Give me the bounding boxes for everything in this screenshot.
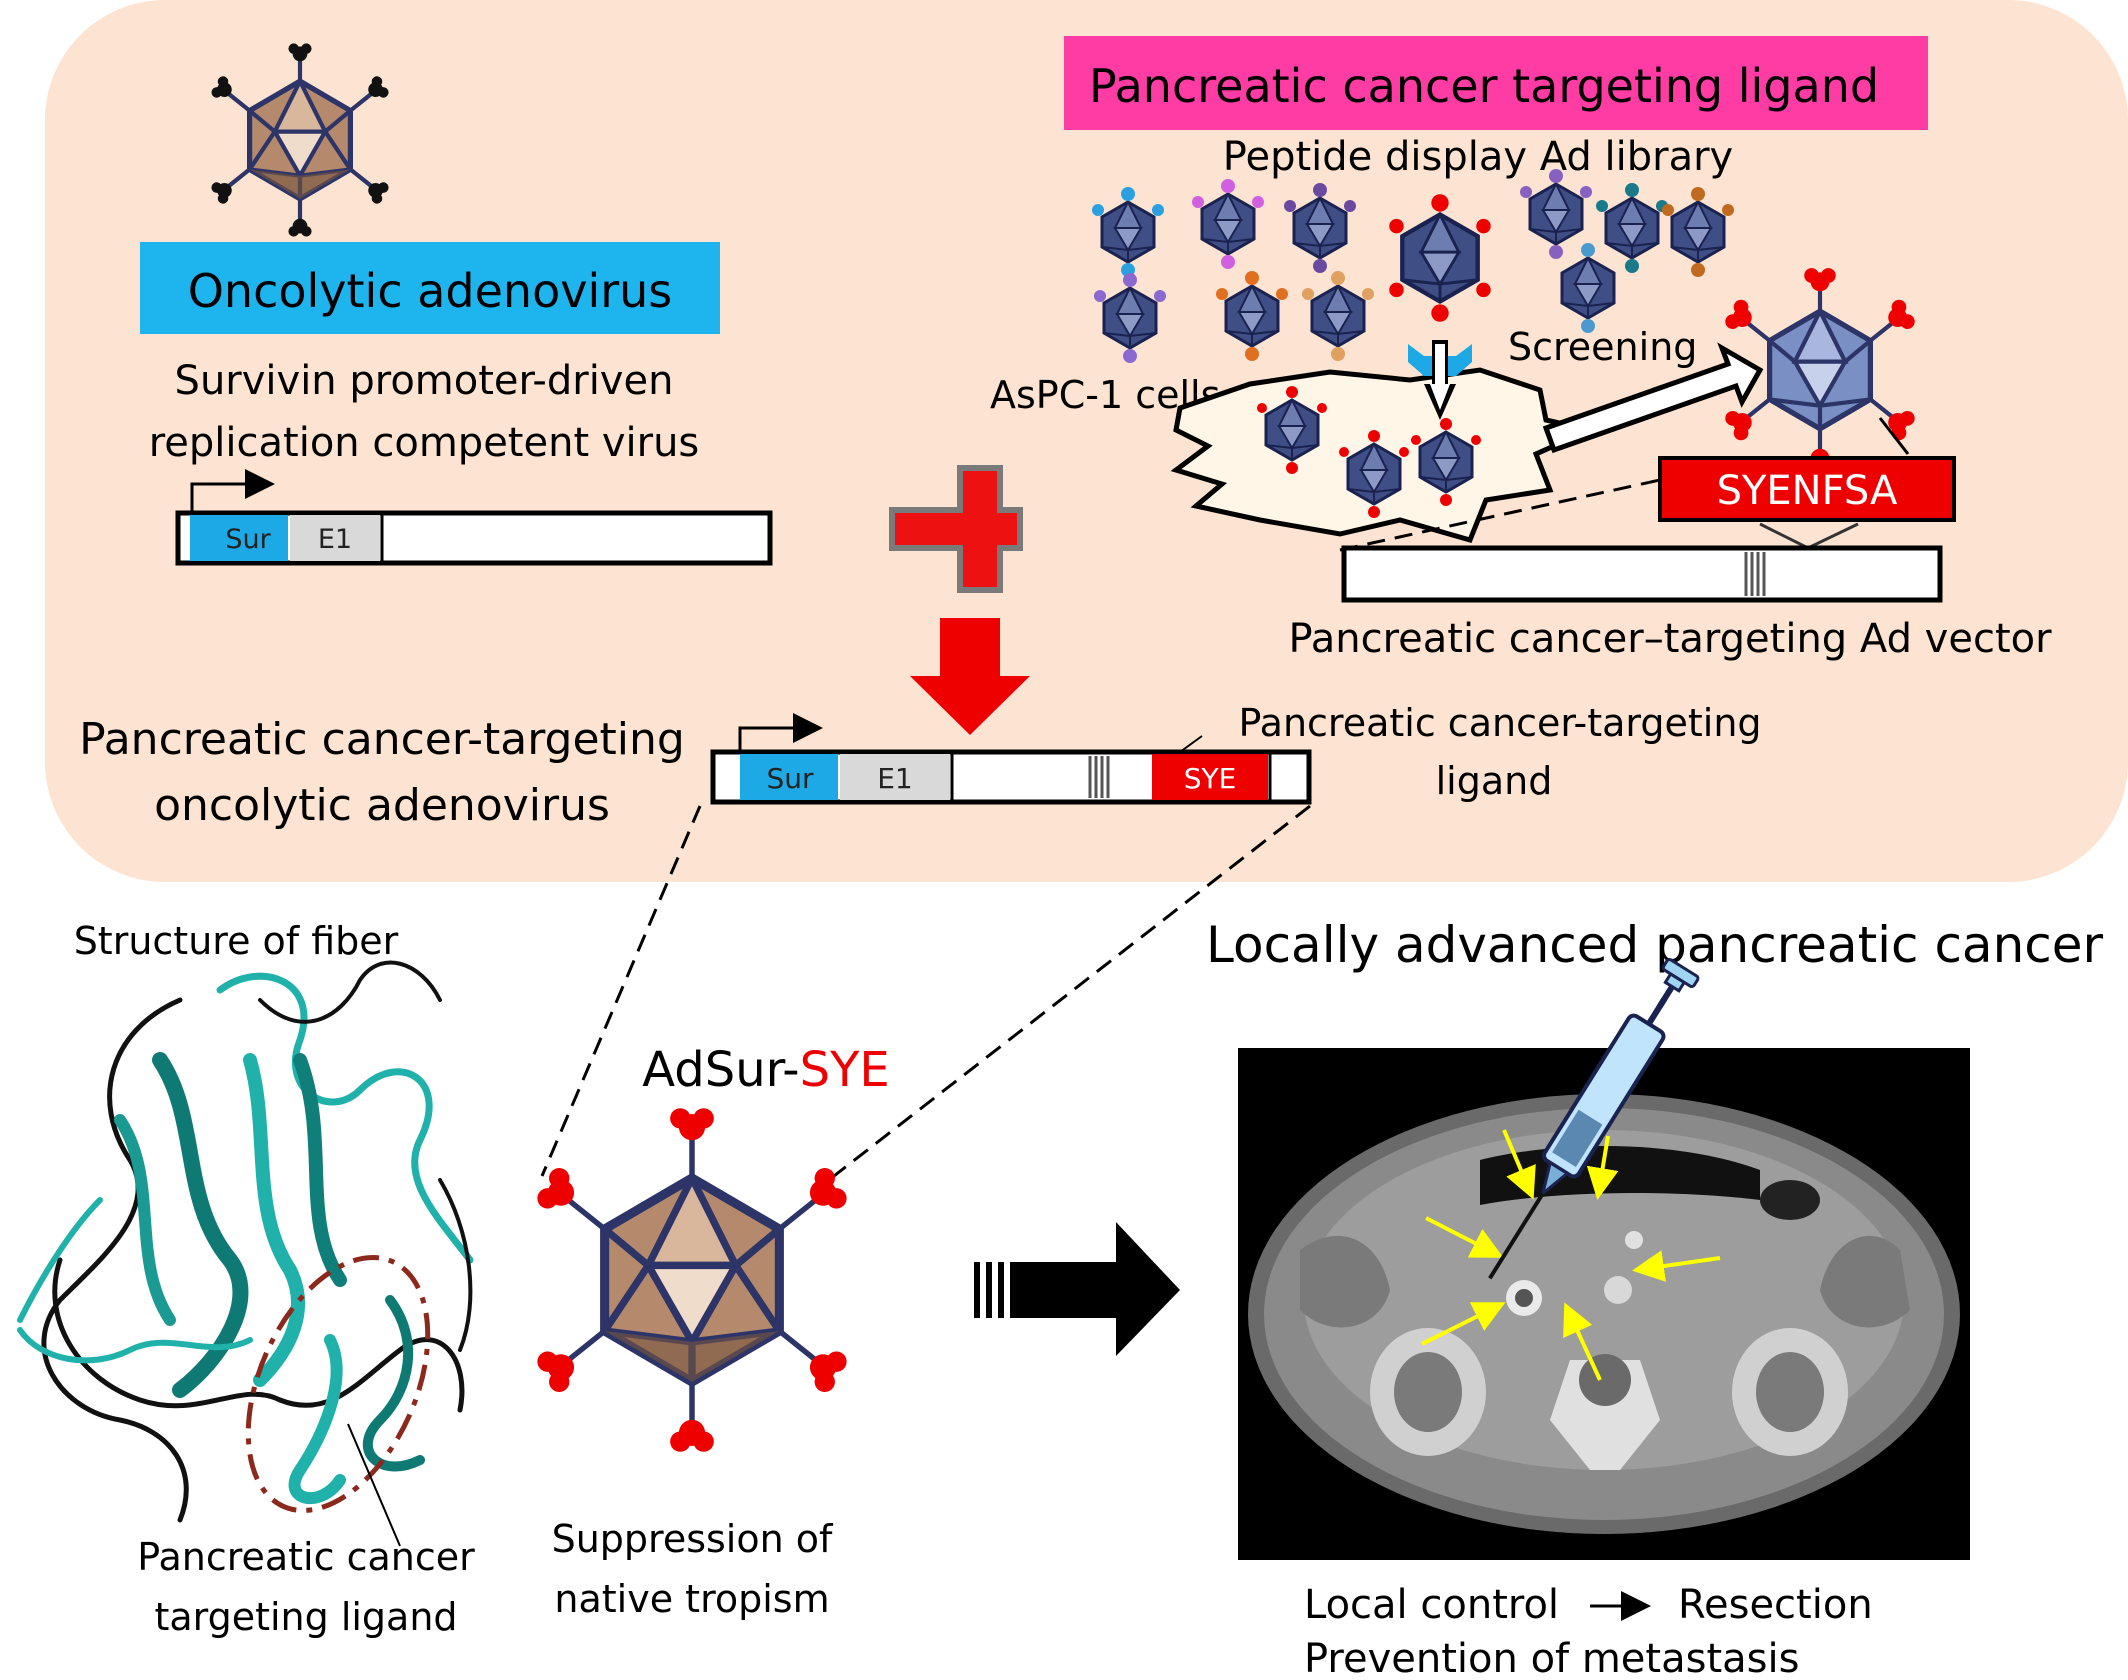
- fiber-ligand-line1: Pancreatic cancer: [137, 1535, 475, 1579]
- peptide-box: [1658, 456, 1956, 522]
- prevention-label: Prevention of metastasis: [1304, 1636, 1799, 1680]
- ligand-pointer: [1179, 735, 1203, 753]
- ligand-region-ellipse: [245, 1255, 431, 1513]
- virus-name: AdSur-SYE: [642, 1042, 889, 1098]
- suppression-line1: Suppression of: [552, 1517, 834, 1561]
- vector-label: Pancreatic cancer–targeting Ad vector: [1288, 616, 2052, 662]
- oncolytic-label: Oncolytic adenovirus: [188, 264, 673, 318]
- resection-label: Resection: [1678, 1582, 1873, 1628]
- oncolytic-label-box: [140, 242, 720, 334]
- result-ligand-line2: ligand: [1436, 759, 1553, 803]
- suppression-line2: native tropism: [554, 1577, 829, 1621]
- targeting-vector-bar: [1341, 545, 1943, 603]
- library-label: Peptide display Ad library: [1223, 134, 1733, 180]
- result-sur-label: Sur: [766, 762, 814, 795]
- result-line2: oncolytic adenovirus: [154, 780, 610, 831]
- red-down-arrow: [910, 618, 1030, 735]
- targeting-label: Pancreatic cancer targeting ligand: [1089, 59, 1879, 113]
- lapc-title: Locally advanced pancreatic cancer: [1206, 916, 2104, 974]
- fiber-ligand-pointer: [347, 1423, 401, 1547]
- local-control-label: Local control: [1304, 1582, 1559, 1628]
- plus-sign: [889, 465, 1023, 593]
- oncolytic-virus-icon: [209, 43, 391, 237]
- result-e1-label: E1: [877, 762, 913, 795]
- peptide-label: SYENFSA: [1717, 468, 1898, 514]
- result-line1: Pancreatic cancer-targeting: [79, 714, 685, 765]
- treatment-arrow: [974, 1222, 1180, 1356]
- virus-name-suffix: SYE: [800, 1042, 890, 1098]
- library-viruses: [1092, 169, 1734, 363]
- survivin-line1: Survivin promoter-driven: [175, 358, 674, 404]
- fiber-structure-image: [17, 960, 474, 1523]
- virus-name-prefix: AdSur-: [642, 1042, 799, 1098]
- syringe-icon: [1488, 958, 1700, 1280]
- screening-arrow: [1542, 342, 1764, 454]
- targeting-label-box: [1064, 36, 1928, 130]
- screening-label: Screening: [1508, 325, 1697, 369]
- selected-virus-icon: [1722, 268, 1918, 472]
- top-e1-label: E1: [318, 524, 352, 555]
- zoom-line-left: [540, 805, 702, 1177]
- top-sur-label: Sur: [225, 524, 271, 555]
- oncolytic-construct: Sur E1: [175, 469, 773, 566]
- receptor-icon: [1408, 340, 1472, 420]
- result-ligand-line1: Pancreatic cancer-targeting: [1238, 701, 1761, 745]
- cell-bound-viruses: [1257, 386, 1481, 518]
- result-sye-label: SYE: [1184, 762, 1237, 795]
- adsur-sye-virus-icon: [533, 1108, 851, 1452]
- survivin-line2: replication competent virus: [149, 420, 700, 466]
- fiber-title: Structure of fiber: [74, 919, 399, 963]
- selected-virus-pointer: [1878, 417, 1910, 455]
- zoom-line-right: [833, 804, 1311, 1178]
- result-construct: Sur E1 SYE: [710, 713, 1312, 805]
- fiber-ligand-line2: targeting ligand: [154, 1595, 457, 1639]
